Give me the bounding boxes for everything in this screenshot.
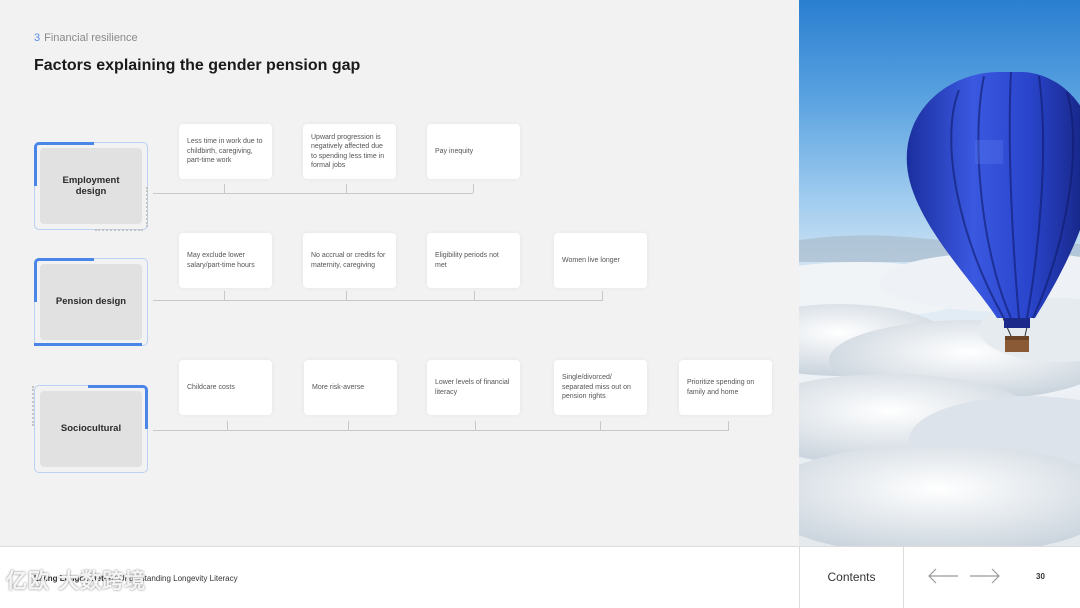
contents-link[interactable]: Contents bbox=[827, 570, 876, 584]
balloon-illustration bbox=[799, 71, 1080, 546]
footer-divider bbox=[903, 547, 904, 608]
connector-tick bbox=[224, 184, 225, 193]
factor-card: May exclude lower salary/part-time hours bbox=[179, 233, 272, 288]
document-title-bold: Living Longer, Better: bbox=[34, 574, 117, 583]
arrow-left-icon[interactable] bbox=[926, 567, 960, 585]
factor-card: Prioritize spending on family and home bbox=[679, 360, 772, 415]
factor-card: Childcare costs bbox=[179, 360, 272, 415]
connector-tick bbox=[475, 421, 476, 430]
factor-card: Less time in work due to childbirth, car… bbox=[179, 124, 272, 179]
factor-card: Eligibility periods not met bbox=[427, 233, 520, 288]
factor-card: Pay inequity bbox=[427, 124, 520, 179]
category-sociocultural: Sociocultural bbox=[32, 385, 148, 473]
page-number: 30 bbox=[1036, 572, 1045, 581]
connector-tick bbox=[600, 421, 601, 430]
connector-tick bbox=[602, 291, 603, 300]
watermark: 亿欧 大数跨境 bbox=[6, 569, 147, 593]
factor-card: More risk-averse bbox=[304, 360, 397, 415]
connector-tick bbox=[227, 421, 228, 430]
balloon-photo bbox=[799, 0, 1080, 546]
factor-card: Women live longer bbox=[554, 233, 647, 288]
document-title-rest: Understanding Longevity Literacy bbox=[116, 574, 238, 583]
footer-divider bbox=[799, 547, 800, 608]
factor-card: Upward progression is negatively affecte… bbox=[303, 124, 396, 179]
connector-tick bbox=[346, 184, 347, 193]
connector-line bbox=[153, 193, 473, 194]
category-label: Sociocultural bbox=[40, 391, 142, 467]
section-number: 3 bbox=[34, 32, 41, 44]
section-name: Financial resilience bbox=[44, 32, 138, 44]
factor-card: Lower levels of financial literacy bbox=[427, 360, 520, 415]
connector-tick bbox=[224, 291, 225, 300]
factor-card: No accrual or credits for maternity, car… bbox=[303, 233, 396, 288]
category-employment-design: Employment design bbox=[34, 142, 148, 231]
connector-tick bbox=[728, 421, 729, 430]
category-pension-design: Pension design bbox=[34, 258, 148, 346]
arrow-right-icon[interactable] bbox=[968, 567, 1002, 585]
connector-line bbox=[153, 300, 603, 301]
document-title: Living Longer, Better: Understanding Lon… bbox=[34, 574, 238, 583]
page-title: Factors explaining the gender pension ga… bbox=[34, 57, 361, 74]
category-label: Pension design bbox=[40, 264, 142, 340]
footer: Living Longer, Better: Understanding Lon… bbox=[0, 546, 1080, 608]
category-label: Employment design bbox=[40, 148, 142, 224]
connector-tick bbox=[474, 291, 475, 300]
connector-tick bbox=[473, 184, 474, 193]
factor-card: Single/divorced/ separated miss out on p… bbox=[554, 360, 647, 415]
connector-line bbox=[153, 430, 729, 431]
connector-tick bbox=[346, 291, 347, 300]
connector-tick bbox=[348, 421, 349, 430]
